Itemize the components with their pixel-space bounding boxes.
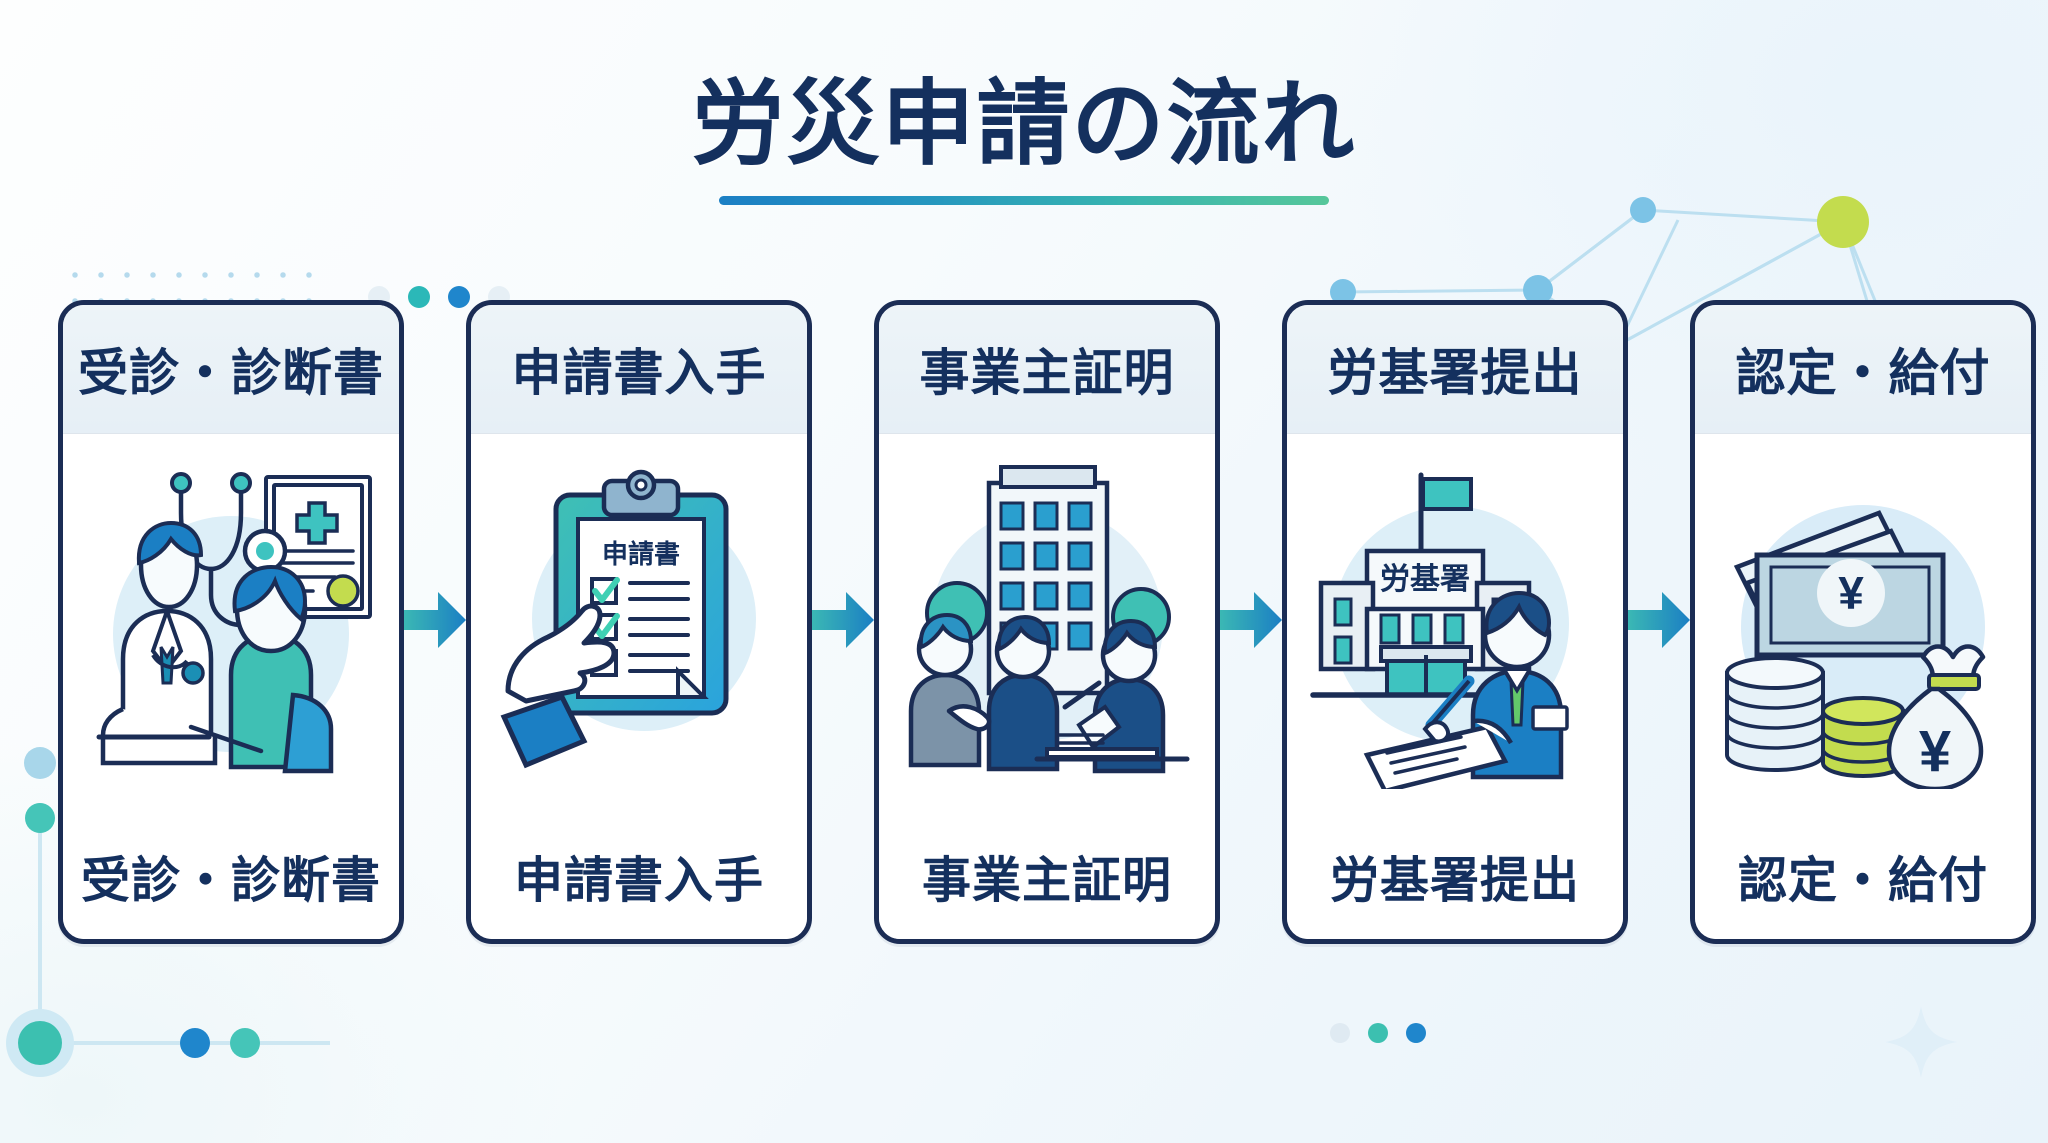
arrow-right-icon	[1220, 592, 1282, 648]
step-header-label: 事業主証明	[919, 345, 1175, 401]
step-caption-label: 受診・診断書	[80, 853, 381, 908]
step-caption-label: 認定・給付	[1737, 853, 1988, 908]
step-caption: 事業主証明	[879, 813, 1215, 939]
step-caption-label: 事業主証明	[921, 853, 1172, 908]
step-header: 受診・診断書	[63, 305, 399, 434]
step-caption-label: 申請書入手	[513, 853, 764, 908]
step-illustration-doctor-patient-certificate	[63, 434, 399, 813]
flow-arrow-2	[812, 588, 874, 652]
sparkle-icon	[1885, 1006, 1957, 1078]
step-header: 労基署提出	[1287, 305, 1623, 434]
page-title: 労災申請の流れ	[691, 72, 1357, 176]
step-caption: 申請書入手	[471, 813, 807, 939]
step-caption: 受診・診断書	[63, 813, 399, 939]
flow-arrow-4	[1628, 588, 1690, 652]
step-header: 申請書入手	[471, 305, 807, 434]
step-header-label: 申請書入手	[511, 345, 767, 401]
step-header-label: 認定・給付	[1735, 345, 1991, 401]
building-sign-label: 労基署	[1380, 563, 1470, 596]
flow-arrow-1	[404, 588, 466, 652]
bottom-center-dot-trio	[1330, 1023, 1426, 1043]
title-underline	[719, 196, 1329, 206]
step-header: 事業主証明	[879, 305, 1215, 434]
process-flow: 受診・診断書	[58, 300, 2036, 944]
yen-symbol-note: ¥	[1838, 567, 1864, 619]
arrow-right-icon	[812, 592, 874, 648]
step-caption: 認定・給付	[1695, 813, 2031, 939]
arrow-right-icon	[404, 592, 466, 648]
page-title-block: 労災申請の流れ	[0, 72, 2048, 206]
clipboard-title: 申請書	[602, 539, 680, 569]
step-illustration-labor-bureau-submission: 労基署	[1287, 434, 1623, 813]
step-illustration-hand-holding-clipboard: 申請書	[471, 434, 807, 813]
yen-symbol-bag: ¥	[1919, 719, 1951, 784]
step-illustration-money-benefits: ¥	[1695, 434, 2031, 813]
flow-step-card[interactable]: 申請書入手 申請書	[466, 300, 812, 944]
flow-step-card[interactable]: 労基署提出 労基署	[1282, 300, 1628, 944]
step-illustration-office-building-handshake	[879, 434, 1215, 813]
arrow-right-icon	[1628, 592, 1690, 648]
step-caption: 労基署提出	[1287, 813, 1623, 939]
step-caption-label: 労基署提出	[1329, 853, 1580, 908]
step-header-label: 労基署提出	[1327, 345, 1583, 401]
flow-step-card[interactable]: 受診・診断書	[58, 300, 404, 944]
step-header: 認定・給付	[1695, 305, 2031, 434]
flow-step-card[interactable]: 認定・給付 ¥	[1690, 300, 2036, 944]
flow-step-card[interactable]: 事業主証明	[874, 300, 1220, 944]
step-header-label: 受診・診断書	[78, 345, 384, 401]
flow-arrow-3	[1220, 588, 1282, 652]
